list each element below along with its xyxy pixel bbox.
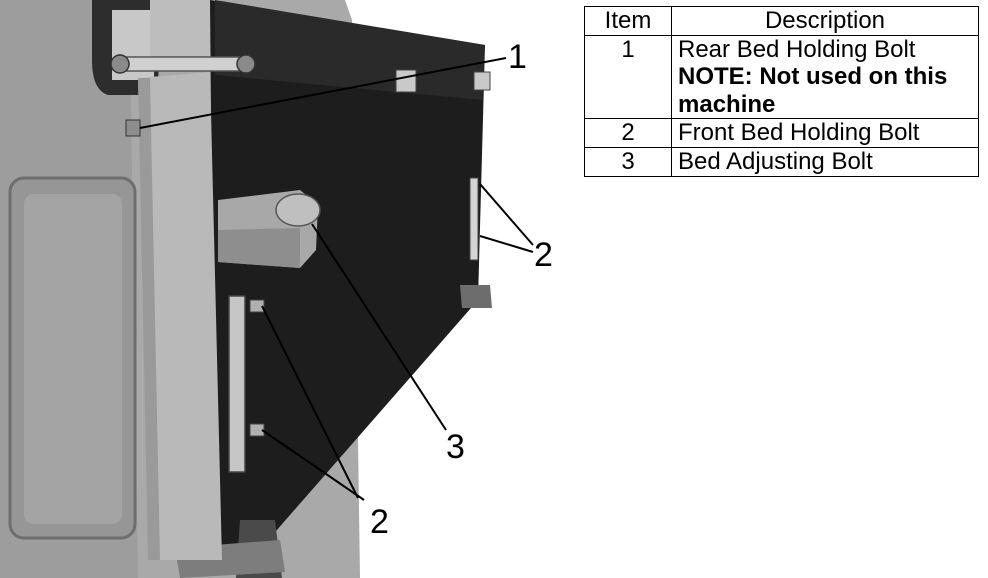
item-note: NOTE: Not used on this machine bbox=[678, 63, 948, 118]
table-row: 3 Bed Adjusting Bolt bbox=[584, 146, 979, 177]
item-number: 1 bbox=[584, 34, 672, 120]
item-description: Bed Adjusting Bolt bbox=[671, 146, 979, 177]
table-row: 1 Rear Bed Holding Bolt NOTE: Not used o… bbox=[584, 34, 979, 120]
item-number: 2 bbox=[584, 118, 672, 148]
callout-item-1: 1 bbox=[508, 38, 527, 76]
parts-table: Item Description 1 Rear Bed Holding Bolt… bbox=[584, 6, 979, 177]
item-description: Front Bed Holding Bolt bbox=[671, 118, 979, 148]
column-header-description: Description bbox=[671, 6, 979, 36]
description-text: Rear Bed Holding Bolt bbox=[678, 35, 916, 63]
table-header-row: Item Description bbox=[584, 6, 979, 36]
item-number: 3 bbox=[584, 146, 672, 177]
machine-bed-photo bbox=[0, 0, 534, 578]
callout-item-2-right: 2 bbox=[534, 236, 553, 274]
column-header-item: Item bbox=[584, 6, 672, 36]
item-description: Rear Bed Holding Bolt NOTE: Not used on … bbox=[671, 34, 979, 120]
table-row: 2 Front Bed Holding Bolt bbox=[584, 118, 979, 148]
callout-item-2-bottom: 2 bbox=[370, 503, 389, 541]
callout-item-3: 3 bbox=[446, 428, 465, 466]
